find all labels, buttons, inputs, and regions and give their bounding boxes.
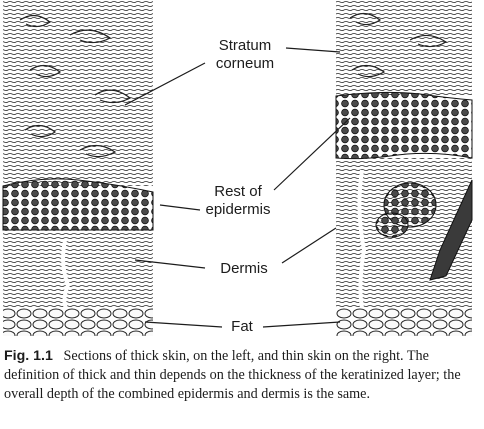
dermis-leader-right bbox=[281, 227, 337, 264]
leader-lines bbox=[124, 47, 351, 328]
thin-stratum-corneum-layer bbox=[336, 0, 472, 96]
corneum-swirls-left bbox=[19, 14, 132, 158]
thick-dermis-layer bbox=[3, 230, 153, 308]
hair-follicle bbox=[429, 179, 473, 281]
thin-epidermis-layer bbox=[335, 91, 473, 160]
skin-sections-diagram: Stratum corneum Rest of epidermis Dermis… bbox=[2, 0, 473, 336]
dermis-label: Dermis bbox=[220, 260, 268, 277]
figure-caption: Fig. 1.1 Sections of thick skin, on the … bbox=[4, 347, 482, 404]
stratum-leader-left bbox=[124, 62, 206, 106]
corneum-swirls-right bbox=[349, 12, 448, 78]
rest-of-epidermis-label-line1: Rest of bbox=[214, 183, 262, 200]
stratum-leader-right bbox=[285, 47, 341, 53]
rest-leader-left bbox=[159, 204, 201, 211]
thin-skin-section bbox=[335, 0, 473, 336]
thin-fat-layer bbox=[336, 308, 472, 336]
thick-dermis-vessel bbox=[61, 239, 71, 309]
thick-fat-layer bbox=[3, 308, 153, 336]
thick-epidermis-layer bbox=[2, 178, 154, 231]
rest-leader-right bbox=[273, 117, 351, 191]
dermis-leader-left bbox=[134, 259, 206, 269]
thick-skin-section bbox=[2, 0, 154, 336]
fat-leader-right bbox=[262, 321, 341, 328]
caption-text: Sections of thick skin, on the left, and… bbox=[4, 348, 461, 402]
rest-of-epidermis-label-line2: epidermis bbox=[205, 201, 270, 218]
thin-dermis-vessel bbox=[357, 169, 367, 309]
figure-number: Fig. 1.1 bbox=[4, 348, 53, 364]
sweat-gland bbox=[375, 182, 437, 238]
fat-leader-left bbox=[144, 321, 223, 328]
thick-stratum-corneum-layer bbox=[3, 0, 153, 186]
stratum-corneum-label-line1: Stratum bbox=[219, 37, 272, 54]
fat-label: Fat bbox=[231, 318, 254, 335]
stratum-corneum-label-line2: corneum bbox=[216, 55, 274, 72]
